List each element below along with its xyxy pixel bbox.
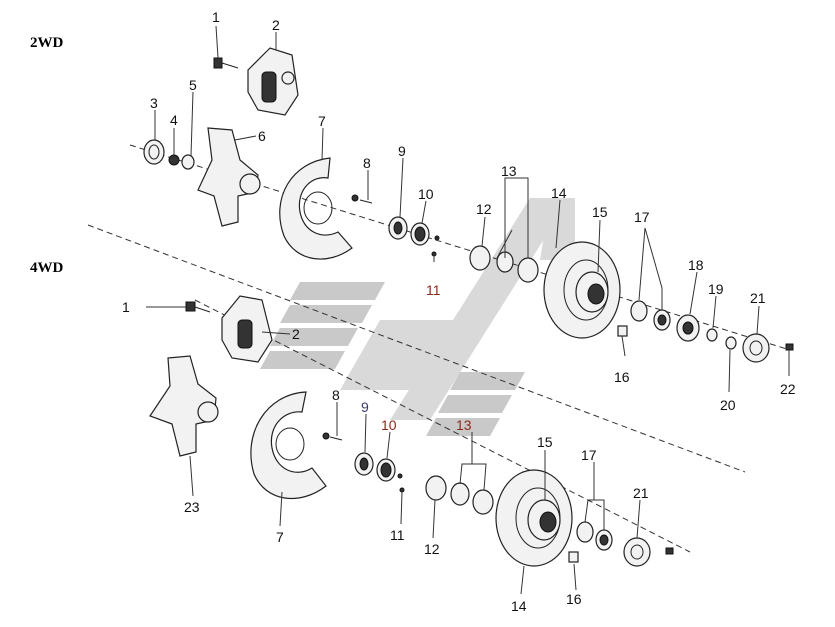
caliper-part-2 — [247, 47, 299, 116]
race-part-12 — [425, 475, 447, 501]
leader-lines-2wd — [154, 25, 790, 393]
leader-lines-4wd — [146, 306, 641, 595]
flange-part-18 — [676, 314, 700, 342]
label-4wd-9: 9 — [361, 399, 369, 415]
bearing-set-part-13 — [496, 251, 539, 283]
label-4wd-15: 15 — [537, 434, 553, 450]
assembly-2wd: 1 2 3 4 5 6 7 8 9 10 11 12 13 14 15 16 1… — [129, 9, 796, 413]
label-2wd-17: 17 — [634, 209, 650, 225]
bolt-part-8 — [322, 432, 343, 441]
screw-part-22 — [785, 343, 794, 351]
caliper-part-2 — [221, 295, 273, 363]
label-2wd-12: 12 — [476, 201, 492, 217]
label-4wd-10: 10 — [381, 417, 397, 433]
label-2wd-2: 2 — [272, 17, 280, 33]
bolt-part-8 — [351, 194, 373, 204]
screw-end-4wd — [665, 547, 674, 555]
bearing-set-part-17 — [630, 300, 671, 331]
label-2wd-4: 4 — [170, 112, 178, 128]
cap-part-21 — [623, 537, 651, 567]
section-divider — [87, 224, 746, 473]
label-4wd-8: 8 — [332, 387, 340, 403]
bearing-part-4 — [168, 154, 180, 166]
race-part-12 — [469, 245, 491, 271]
label-2wd-20: 20 — [720, 397, 736, 413]
label-2wd-21: 21 — [750, 290, 766, 306]
label-4wd-11: 11 — [390, 527, 405, 543]
label-2wd-18: 18 — [688, 257, 704, 273]
label-2wd-5: 5 — [189, 77, 197, 93]
label-2wd-15: 15 — [592, 204, 608, 220]
label-4wd-13: 13 — [456, 417, 472, 433]
label-4wd-1: 1 — [122, 299, 130, 315]
label-2wd-22: 22 — [780, 381, 796, 397]
hub-part-15 — [527, 499, 561, 541]
stud-part-16 — [617, 325, 628, 337]
clip-part-11 — [397, 473, 405, 493]
label-4wd-12: 12 — [424, 541, 440, 557]
label-2wd-16: 16 — [614, 369, 630, 385]
bearing-part-10 — [410, 222, 430, 246]
assembly-4wd: 1 2 7 8 9 10 11 12 13 14 15 16 17 21 23 — [122, 295, 691, 614]
bearing-set-part-17 — [576, 521, 613, 551]
label-2wd-6: 6 — [258, 128, 266, 144]
label-2wd-11: 11 — [426, 282, 441, 298]
bolt-part-1 — [185, 301, 211, 313]
label-2wd-1: 1 — [212, 9, 220, 25]
seal-part-9 — [354, 452, 374, 476]
seal-part-3 — [143, 139, 165, 165]
axis-line-4wd — [194, 299, 691, 553]
stud-part-16 — [568, 551, 579, 563]
bearing-set-part-13 — [450, 482, 494, 515]
hub-part-15 — [575, 271, 609, 313]
label-4wd-23: 23 — [184, 499, 200, 515]
cap-part-21 — [742, 333, 770, 363]
label-2wd-19: 19 — [708, 281, 724, 297]
label-2wd-3: 3 — [150, 95, 158, 111]
bearing-part-10 — [376, 458, 396, 482]
label-4wd-16: 16 — [566, 591, 582, 607]
dust-shield-part-7 — [279, 157, 353, 260]
label-4wd-2: 2 — [292, 326, 300, 342]
section-title-4wd: 4WD — [30, 260, 64, 276]
section-title-2wd: 2WD — [30, 35, 64, 51]
label-2wd-13: 13 — [501, 163, 517, 179]
label-2wd-9: 9 — [398, 143, 406, 159]
knuckle-part-23 — [149, 355, 219, 457]
label-4wd-17: 17 — [581, 447, 597, 463]
label-4wd-14: 14 — [511, 598, 527, 614]
clip-part-11 — [431, 235, 440, 257]
label-4wd-21: 21 — [633, 485, 649, 501]
label-4wd-7: 7 — [276, 529, 284, 545]
washer-part-19 — [706, 328, 718, 342]
knuckle-part-6 — [197, 127, 261, 227]
bolt-part-1 — [213, 57, 239, 69]
nut-part-20 — [725, 336, 737, 350]
label-2wd-7: 7 — [318, 113, 326, 129]
dust-shield-part-7 — [250, 391, 327, 500]
label-2wd-8: 8 — [363, 155, 371, 171]
nut-part-5 — [181, 154, 195, 170]
label-2wd-14: 14 — [551, 185, 567, 201]
watermark-logo — [260, 198, 575, 436]
seal-part-9 — [388, 216, 408, 240]
label-2wd-10: 10 — [418, 186, 434, 202]
